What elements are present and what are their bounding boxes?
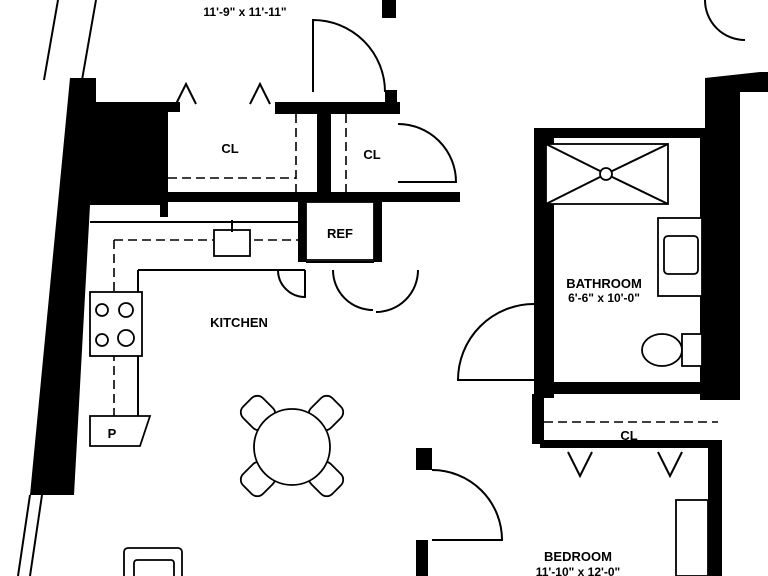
bedroom-label: BEDROOM [544,549,612,564]
refrigerator-label: REF [327,226,353,241]
bathroom-label: BATHROOM [566,276,642,291]
closet-doors-top [175,81,683,479]
refrigerator [305,201,375,263]
closet-left-label: CL [221,141,238,156]
stove [89,291,143,357]
pantry-label: P [108,426,117,441]
interior-walls [160,0,768,576]
bathroom-dimensions: 6'-6" x 10'-0" [568,291,640,305]
dining-table [239,394,345,498]
pantry [89,415,152,447]
bedroom-dimensions: 11'-10" x 12'-0" [536,565,620,576]
closet-right-label: CL [363,147,380,162]
bedroom-closet-label: CL [620,428,637,443]
closet-shelves [168,114,718,423]
door-swings [277,0,746,541]
top-room-dimensions: 11'-9" x 11'-11" [203,5,286,19]
sofa-partial [123,547,183,576]
bathroom-fixtures [545,143,703,367]
exterior-wall-left [17,0,160,576]
bedroom-furniture [675,499,709,576]
kitchen-label: KITCHEN [210,315,268,330]
